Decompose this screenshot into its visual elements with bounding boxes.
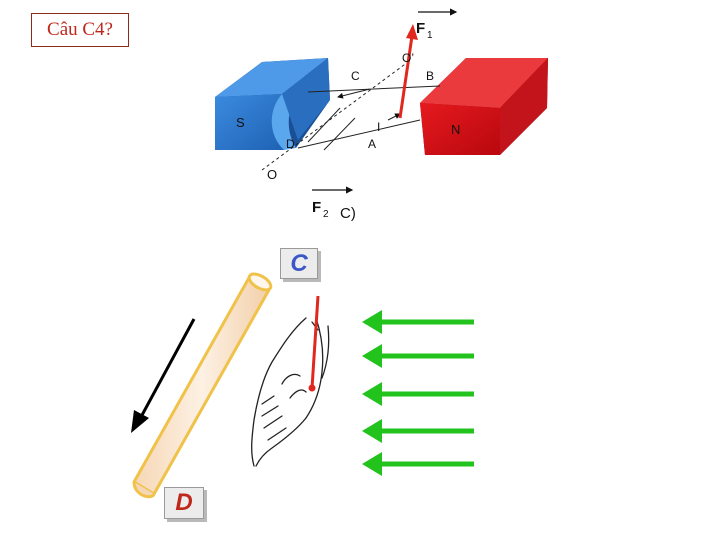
south-pole-label: S	[236, 115, 245, 130]
question-title-text: Câu C4?	[47, 19, 113, 40]
svg-text:2: 2	[323, 209, 329, 220]
force-f1-vector	[398, 24, 418, 119]
label-d: D	[286, 137, 295, 151]
left-hand-icon	[251, 317, 330, 467]
force-f2-label: F 2	[312, 186, 354, 220]
coil-frame	[261, 61, 441, 171]
north-magnet: N	[420, 58, 548, 155]
answer-box-c: C	[280, 248, 318, 279]
label-o-prime: O’	[402, 51, 414, 65]
label-a: A	[368, 137, 376, 151]
svg-text:F: F	[312, 199, 321, 216]
label-b: B	[426, 69, 434, 83]
answer-box-c-text: C	[290, 249, 308, 277]
label-c: C	[351, 69, 360, 83]
force-f1-label: F 1	[416, 8, 458, 41]
field-arrow	[362, 382, 474, 406]
conductor-rod	[132, 272, 273, 499]
force-on-conductor-vector	[308, 295, 320, 392]
current-direction-arrow	[131, 318, 196, 433]
magnetic-field-arrows	[362, 310, 474, 476]
svg-text:F: F	[416, 20, 425, 37]
svg-text:1: 1	[427, 30, 433, 41]
north-pole-label: N	[451, 122, 460, 137]
label-i: I	[377, 120, 380, 134]
field-arrow	[362, 344, 474, 368]
case-label: C)	[340, 205, 356, 222]
field-arrow	[362, 310, 474, 334]
label-o: O	[267, 167, 277, 182]
field-arrow	[362, 419, 474, 443]
south-magnet: S	[215, 58, 330, 150]
answer-box-d-text: D	[175, 489, 193, 516]
answer-box-d: D	[164, 487, 204, 519]
question-title: Câu C4?	[31, 13, 129, 47]
field-arrow	[362, 452, 474, 476]
